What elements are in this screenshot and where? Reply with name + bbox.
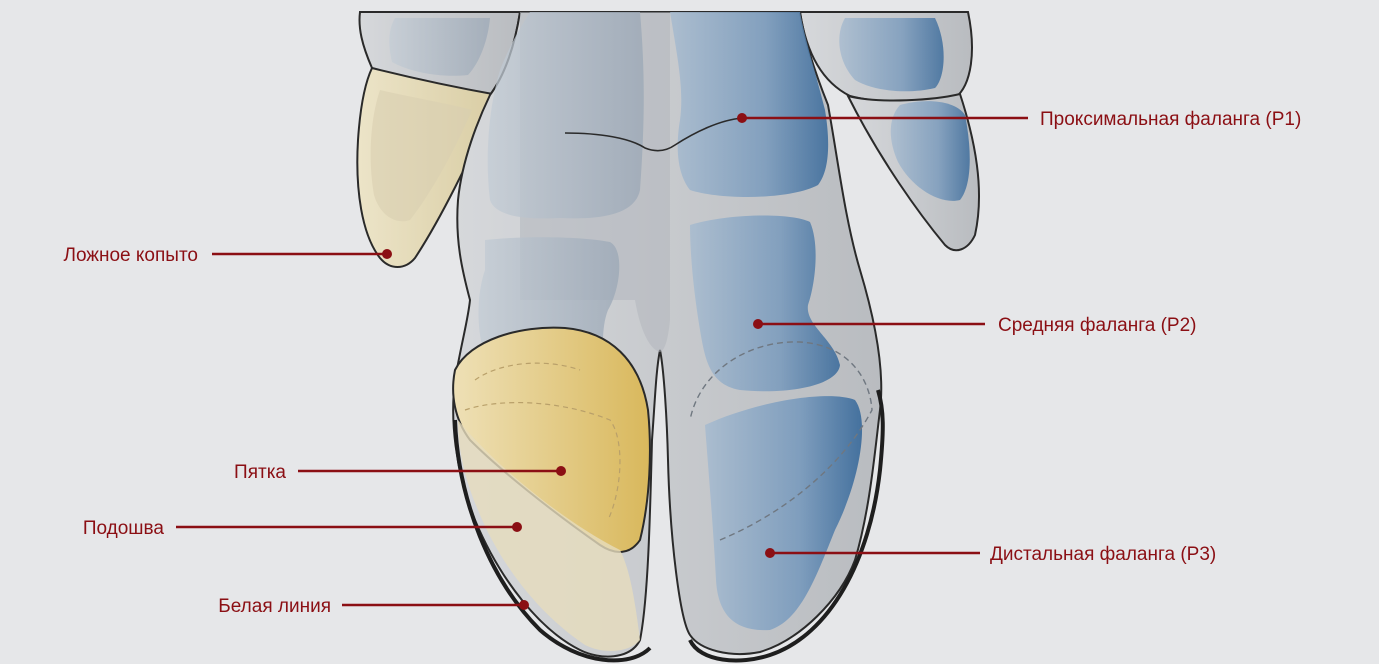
dot-sole <box>512 522 522 532</box>
dot-dewclaw <box>382 249 392 259</box>
dot-heel <box>556 466 566 476</box>
label-proximal-phalanx: Проксимальная фаланга (Р1) <box>1040 109 1301 130</box>
dot-white-line <box>519 600 529 610</box>
dot-p1 <box>737 113 747 123</box>
label-sole: Подошва <box>83 518 165 539</box>
label-white-line: Белая линия <box>218 596 331 617</box>
label-middle-phalanx: Средняя фаланга (Р2) <box>998 315 1196 336</box>
dot-p2 <box>753 319 763 329</box>
label-dewclaw: Ложное копыто <box>63 245 198 266</box>
dot-p3 <box>765 548 775 558</box>
label-heel: Пятка <box>234 462 286 483</box>
label-distal-phalanx: Дистальная фаланга (Р3) <box>990 544 1216 565</box>
